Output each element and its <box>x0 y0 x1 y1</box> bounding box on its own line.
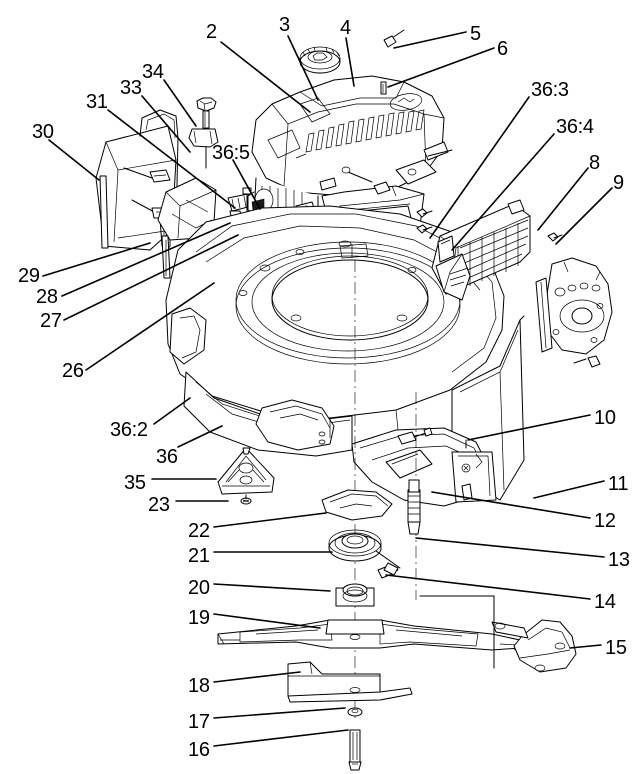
leader-line-13 <box>415 537 605 558</box>
leader-line-34 <box>163 79 197 127</box>
callout-number-11: 11 <box>608 473 629 495</box>
part-washer-and-bolt <box>347 707 363 771</box>
leader-line-36-3 <box>429 96 530 239</box>
leader-line-10 <box>467 414 591 441</box>
callout-number-31: 31 <box>86 91 108 113</box>
callout-number-36-5: 36:5 <box>212 142 250 164</box>
leader-line-27 <box>63 234 239 321</box>
leader-line-29 <box>42 242 151 277</box>
leader-line-36-4 <box>451 133 555 251</box>
leader-line-31 <box>107 109 236 209</box>
part-mower-deck <box>165 205 525 501</box>
part-bearing <box>328 529 382 562</box>
leader-line-30 <box>48 139 100 181</box>
callout-number-30: 30 <box>32 121 54 143</box>
part-rear-baffle <box>351 427 497 507</box>
part-blade <box>217 619 521 651</box>
callout-number-20: 20 <box>188 577 210 599</box>
callout-number-14: 14 <box>594 591 616 613</box>
leader-line-18 <box>213 671 301 683</box>
leader-line-14 <box>385 574 591 600</box>
callout-number-4: 4 <box>340 17 351 39</box>
callout-number-27: 27 <box>40 310 62 332</box>
callout-number-28: 28 <box>36 286 58 308</box>
leader-line-16 <box>213 729 349 747</box>
leader-line-9 <box>555 187 613 245</box>
leader-line-22 <box>213 512 327 528</box>
leader-line-6 <box>387 47 495 88</box>
callout-number-36: 36 <box>156 446 178 468</box>
callout-number-26: 26 <box>62 360 84 382</box>
leader-line-15 <box>569 644 602 649</box>
leader-line-2 <box>220 41 311 113</box>
leader-line-36-2 <box>153 397 191 425</box>
callout-number-35: 35 <box>124 472 146 494</box>
leader-line-3 <box>287 35 319 101</box>
callout-number-6: 6 <box>497 38 508 60</box>
callout-number-21: 21 <box>188 545 210 567</box>
part-side-plate <box>535 257 613 368</box>
part-blade-stiffener <box>287 661 413 703</box>
callout-number-3: 3 <box>279 14 290 36</box>
part-side-chute <box>419 595 577 673</box>
callout-number-34: 34 <box>142 61 164 83</box>
part-spindle-stack <box>321 260 421 720</box>
leader-line-4 <box>345 37 355 87</box>
leader-line-8 <box>537 167 589 231</box>
callout-number-15: 15 <box>605 637 627 659</box>
callout-number-36-3: 36:3 <box>531 79 569 101</box>
callout-number-17: 17 <box>188 711 210 733</box>
leader-line-11 <box>533 480 605 499</box>
leader-line-33 <box>141 95 191 153</box>
callout-number-2: 2 <box>206 21 217 43</box>
leader-line-36-5 <box>232 159 261 210</box>
callout-number-29: 29 <box>18 265 40 287</box>
leader-line-19 <box>213 613 321 629</box>
callout-number-22: 22 <box>188 520 210 542</box>
callout-number-23: 23 <box>148 494 170 516</box>
callout-number-12: 12 <box>594 510 616 532</box>
callout-number-8: 8 <box>589 152 600 174</box>
callout-number-18: 18 <box>188 675 210 697</box>
part-spacer <box>335 583 375 607</box>
callout-number-13: 13 <box>608 549 630 571</box>
callout-number-9: 9 <box>613 172 624 194</box>
part-fuel-cap <box>299 46 341 74</box>
callout-leader-lines <box>42 31 613 747</box>
leader-line-28 <box>61 222 231 297</box>
callout-number-19: 19 <box>188 607 210 629</box>
part-screw-8 <box>416 208 563 242</box>
part-knob-and-bracket <box>188 97 219 169</box>
leader-line-12 <box>431 491 591 519</box>
callout-number-5: 5 <box>470 23 481 45</box>
leader-line-26 <box>85 282 215 371</box>
leader-line-36 <box>177 425 223 448</box>
part-air-filter-stack <box>416 199 563 301</box>
callout-number-36-4: 36:4 <box>556 116 594 138</box>
leader-line-17 <box>213 707 346 719</box>
callout-number-10: 10 <box>594 407 616 429</box>
part-belt-cover <box>217 447 275 505</box>
leader-line-5 <box>393 31 467 49</box>
callout-number-33: 33 <box>120 77 142 99</box>
callout-number-16: 16 <box>188 739 210 761</box>
callout-number-36-2: 36:2 <box>110 419 148 441</box>
leader-line-20 <box>213 583 331 592</box>
